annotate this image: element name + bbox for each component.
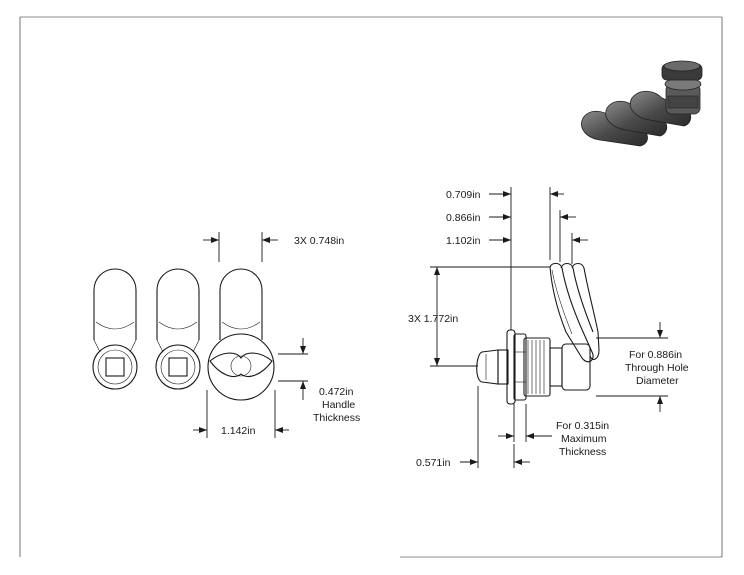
lever-3-with-knob — [207, 268, 275, 401]
width-dimension — [193, 390, 289, 438]
lever-2 — [155, 268, 201, 390]
sheet-border — [19, 16, 723, 558]
offset-label-2: 0.866in — [446, 212, 481, 224]
max-thickness-label-1: For 0.315in — [556, 420, 609, 432]
through-hole-dimension — [596, 322, 668, 412]
body-dimension — [460, 386, 530, 468]
side-view: 0.709in 0.866in 1.102in 3X 1.772in — [408, 187, 689, 469]
max-thickness-dimension — [498, 404, 552, 442]
hole-label-3: Diameter — [636, 375, 679, 387]
body-label: 0.571in — [416, 457, 451, 469]
handle-thickness-value: 0.472in — [319, 386, 354, 398]
offset-label-3: 1.102in — [446, 235, 481, 247]
offset-dimensions — [489, 187, 588, 330]
max-thickness-label-2: Maximum — [561, 433, 607, 445]
isometric-preview — [581, 60, 703, 147]
hole-label-2: Through Hole — [625, 362, 689, 374]
hole-label-1: For 0.886in — [629, 349, 682, 361]
spacing-dimension — [203, 232, 278, 262]
side-levers — [549, 262, 600, 363]
spacing-label: 3X 0.748in — [294, 235, 344, 247]
handle-thickness-label-2: Thickness — [313, 412, 360, 424]
offset-label-1: 0.709in — [446, 189, 481, 201]
lock-body — [476, 329, 591, 405]
max-thickness-label-3: Thickness — [559, 446, 606, 458]
front-view: 3X 0.748in 0.472in Handle Thickness 1.14… — [92, 232, 360, 438]
length-label: 3X 1.772in — [408, 313, 458, 325]
lever-1 — [92, 268, 138, 390]
length-dimension — [430, 266, 550, 367]
width-label: 1.142in — [221, 425, 256, 437]
handle-thickness-label-1: Handle — [322, 399, 355, 411]
handle-thickness-dimension — [278, 338, 308, 400]
